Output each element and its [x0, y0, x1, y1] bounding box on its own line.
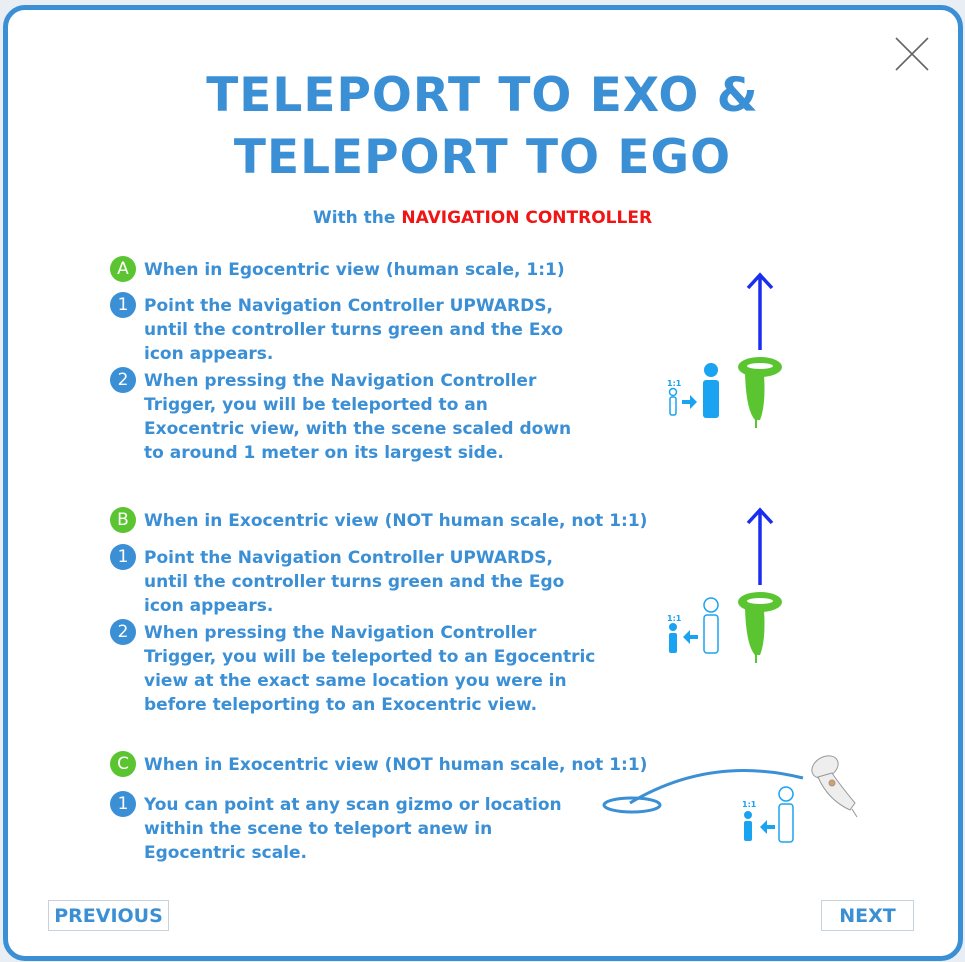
- step-number: 1: [110, 791, 136, 817]
- scale-label: 1:1: [742, 800, 757, 809]
- step-text: Point the Navigation Controller UPWARDS,…: [144, 548, 565, 616]
- title-line-2: TELEPORT TO EGO: [233, 130, 732, 185]
- small-person-icon: [669, 623, 677, 653]
- next-button[interactable]: NEXT: [821, 900, 914, 931]
- step-b2: 2 When pressing the Navigation Controller…: [110, 619, 596, 717]
- badge-c: C: [110, 751, 136, 777]
- arrow-left-icon: [760, 820, 775, 834]
- subtitle-highlight: NAVIGATION CONTROLLER: [401, 208, 653, 228]
- step-text: Point the Navigation Controller UPWARDS,…: [144, 296, 564, 364]
- step-text: When pressing the Navigation Controller …: [144, 623, 596, 715]
- dialog: [3, 5, 963, 961]
- small-person-icon: [744, 811, 752, 841]
- section-a-heading: A When in Egocentric view (human scale, 1…: [110, 256, 565, 282]
- illustration-teleport-exo: 1:1: [667, 272, 782, 428]
- scale-label: 1:1: [667, 379, 682, 388]
- teleport-arc-icon: [602, 769, 804, 814]
- controller-gray-icon: [811, 755, 858, 818]
- illustration-point-teleport: 1:1: [602, 755, 858, 843]
- small-person-outline-icon: [668, 387, 678, 416]
- arrow-right-icon: [682, 395, 697, 409]
- arrow-up-icon: [746, 272, 774, 350]
- step-number: 2: [110, 367, 136, 393]
- step-a2: 2 When pressing the Navigation Controller…: [110, 367, 572, 465]
- badge-a: A: [110, 256, 136, 282]
- large-person-outline-icon: [703, 597, 719, 654]
- step-number: 2: [110, 619, 136, 645]
- step-c1: 1 You can point at any scan gizmo or loca…: [110, 791, 562, 865]
- badge-b: B: [110, 507, 136, 533]
- step-a1: 1 Point the Navigation Controller UPWARDS…: [110, 292, 564, 366]
- close-icon[interactable]: [894, 36, 930, 72]
- section-c-heading: C When in Exocentric view (NOT human scal…: [110, 751, 648, 777]
- arrow-up-icon: [746, 507, 774, 585]
- section-b-heading: B When in Exocentric view (NOT human scal…: [110, 507, 648, 533]
- large-person-icon: [703, 363, 719, 418]
- previous-button[interactable]: PREVIOUS: [48, 900, 169, 931]
- large-person-outline-icon: [778, 786, 794, 843]
- step-text: When pressing the Navigation Controller …: [144, 371, 572, 463]
- subtitle-prefix: With the: [312, 208, 402, 228]
- controller-green-icon: [738, 592, 782, 663]
- step-b1: 1 Point the Navigation Controller UPWARDS…: [110, 544, 565, 618]
- arrow-left-icon: [683, 630, 698, 644]
- controller-green-icon: [738, 357, 782, 428]
- heading-text: When in Egocentric view (human scale, 1:…: [144, 260, 565, 280]
- scale-label: 1:1: [667, 614, 682, 623]
- heading-text: When in Exocentric view (NOT human scale…: [144, 755, 648, 775]
- step-text: You can point at any scan gizmo or locat…: [144, 795, 562, 863]
- title-line-1: TELEPORT TO EXO &: [206, 68, 759, 123]
- step-number: 1: [110, 292, 136, 318]
- step-number: 1: [110, 544, 136, 570]
- heading-text: When in Exocentric view (NOT human scale…: [144, 511, 648, 531]
- subtitle: With the NAVIGATION CONTROLLER: [0, 208, 965, 228]
- illustration-teleport-ego: 1:1: [667, 507, 782, 663]
